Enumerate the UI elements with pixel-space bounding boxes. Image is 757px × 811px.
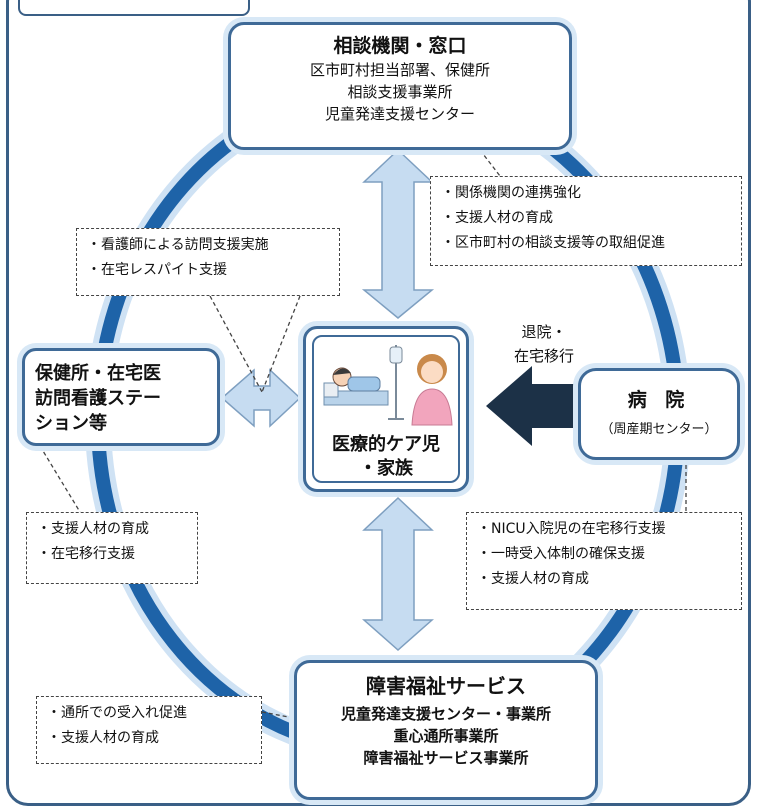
welfare-note-item: ・通所での受入れ促進 — [47, 705, 187, 721]
hospital-note-item: ・支援人材の育成 — [477, 571, 589, 587]
discharge-label-line-2: 在宅移行 — [513, 347, 574, 365]
consult-note: ・関係機関の連携強化 ・支援人材の育成 ・区市町村の相談支援等の取組促進 — [430, 176, 742, 266]
hospital-subtitle: （周産期センター） — [600, 422, 718, 437]
patient-illustration — [323, 345, 453, 426]
child-family-box: 医療的ケア児 ・家族 — [303, 326, 469, 492]
health-center-line-1: 保健所・在宅医 — [35, 363, 161, 384]
header-tab — [18, 0, 250, 16]
health-center-line-2: 訪問看護ステー — [35, 388, 161, 409]
welfare-note-item: ・支援人材の育成 — [47, 730, 159, 746]
outer-frame — [6, 0, 751, 806]
welfare-title: 障害福祉サービス — [366, 674, 526, 698]
arrow-top-bidirectional — [361, 148, 435, 319]
consult-line-1: 区市町村担当部署、保健所 — [309, 61, 490, 79]
nursing-note: ・看護師による訪問支援実施 ・在宅レスパイト支援 — [76, 228, 340, 296]
hospital-title: 病 院 — [627, 389, 691, 411]
consult-line-2: 相談支援事業所 — [347, 83, 453, 101]
consult-note-item: ・支援人材の育成 — [441, 210, 553, 226]
discharge-arrow — [486, 366, 576, 446]
welfare-line-1: 児童発達支援センター・事業所 — [340, 705, 551, 723]
welfare-line-3: 障害福祉サービス事業所 — [363, 749, 529, 767]
health-center-line-3: ション等 — [35, 413, 107, 434]
welfare-box: 障害福祉サービス 児童発達支援センター・事業所 重心通所事業所 障害福祉サービス… — [294, 660, 598, 800]
consult-box: 相談機関・窓口 区市町村担当部署、保健所 相談支援事業所 児童発達支援センター — [228, 22, 572, 150]
connector-consult-note — [479, 149, 501, 177]
welfare-note: ・通所での受入れ促進 ・支援人材の育成 — [36, 696, 262, 764]
hospital-note-item: ・NICU入院児の在宅移行支援 — [477, 521, 666, 537]
child-family-line-2: ・家族 — [359, 458, 413, 479]
nursing-note-item: ・看護師による訪問支援実施 — [87, 237, 269, 253]
discharge-label: 退院・ 在宅移行 — [499, 320, 589, 368]
consult-line-3: 児童発達支援センター — [324, 105, 475, 123]
arrow-left-bidirectional — [220, 368, 302, 428]
connector-welfare-note — [261, 711, 295, 719]
consult-title: 相談機関・窓口 — [333, 35, 467, 57]
consult-note-item: ・区市町村の相談支援等の取組促進 — [441, 235, 665, 251]
discharge-label-line-1: 退院・ — [521, 323, 567, 341]
hospital-note-item: ・一時受入体制の確保支援 — [477, 546, 645, 562]
child-family-line-1: 医療的ケア児 — [332, 434, 440, 455]
child-family-inner-frame — [312, 335, 460, 483]
health-center-note-item: ・支援人材の育成 — [37, 521, 149, 537]
connector-hoken-note — [39, 445, 81, 513]
consult-note-item: ・関係機関の連携強化 — [441, 185, 581, 201]
hospital-box: 病 院 （周産期センター） — [578, 368, 740, 460]
health-center-note-item: ・在宅移行支援 — [37, 546, 135, 562]
arrow-bottom-bidirectional — [362, 496, 434, 652]
nursing-note-item: ・在宅レスパイト支援 — [87, 262, 227, 278]
health-center-box: 保健所・在宅医 訪問看護ステー ション等 — [22, 348, 220, 446]
connector-nursing-note-2 — [261, 295, 301, 393]
health-center-note: ・支援人材の育成 ・在宅移行支援 — [26, 512, 198, 584]
hospital-note: ・NICU入院児の在宅移行支援 ・一時受入体制の確保支援 ・支援人材の育成 — [466, 512, 742, 610]
welfare-line-2: 重心通所事業所 — [393, 727, 499, 745]
